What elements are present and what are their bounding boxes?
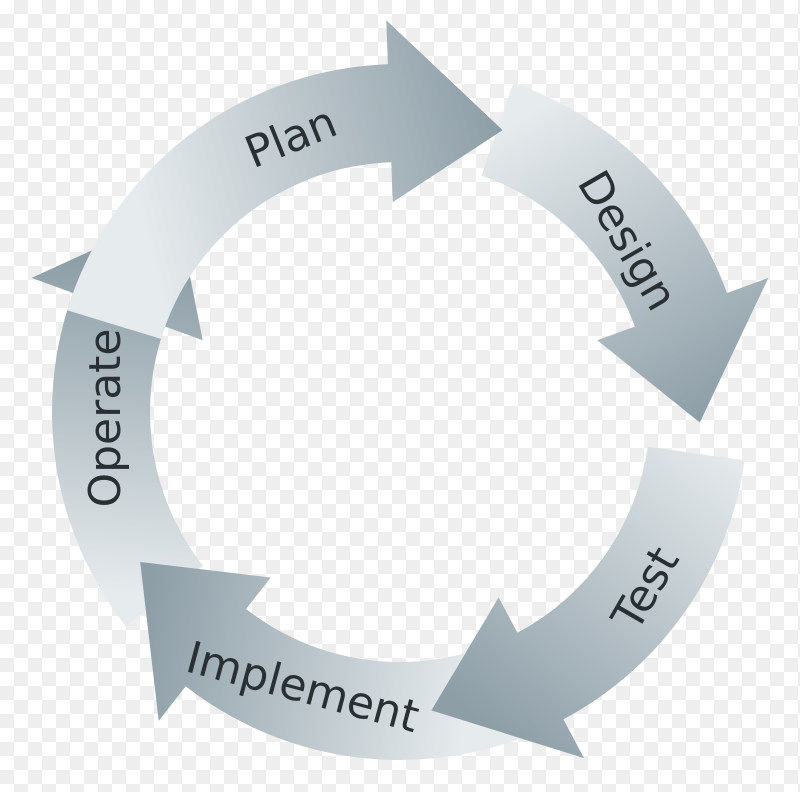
stage-label-operate: Operate [80,328,131,507]
arrow-test [431,446,745,759]
arrow-design [481,83,769,423]
arrow-plan [67,20,503,339]
arrow-implement [140,562,519,760]
arrows-layer [31,20,769,760]
